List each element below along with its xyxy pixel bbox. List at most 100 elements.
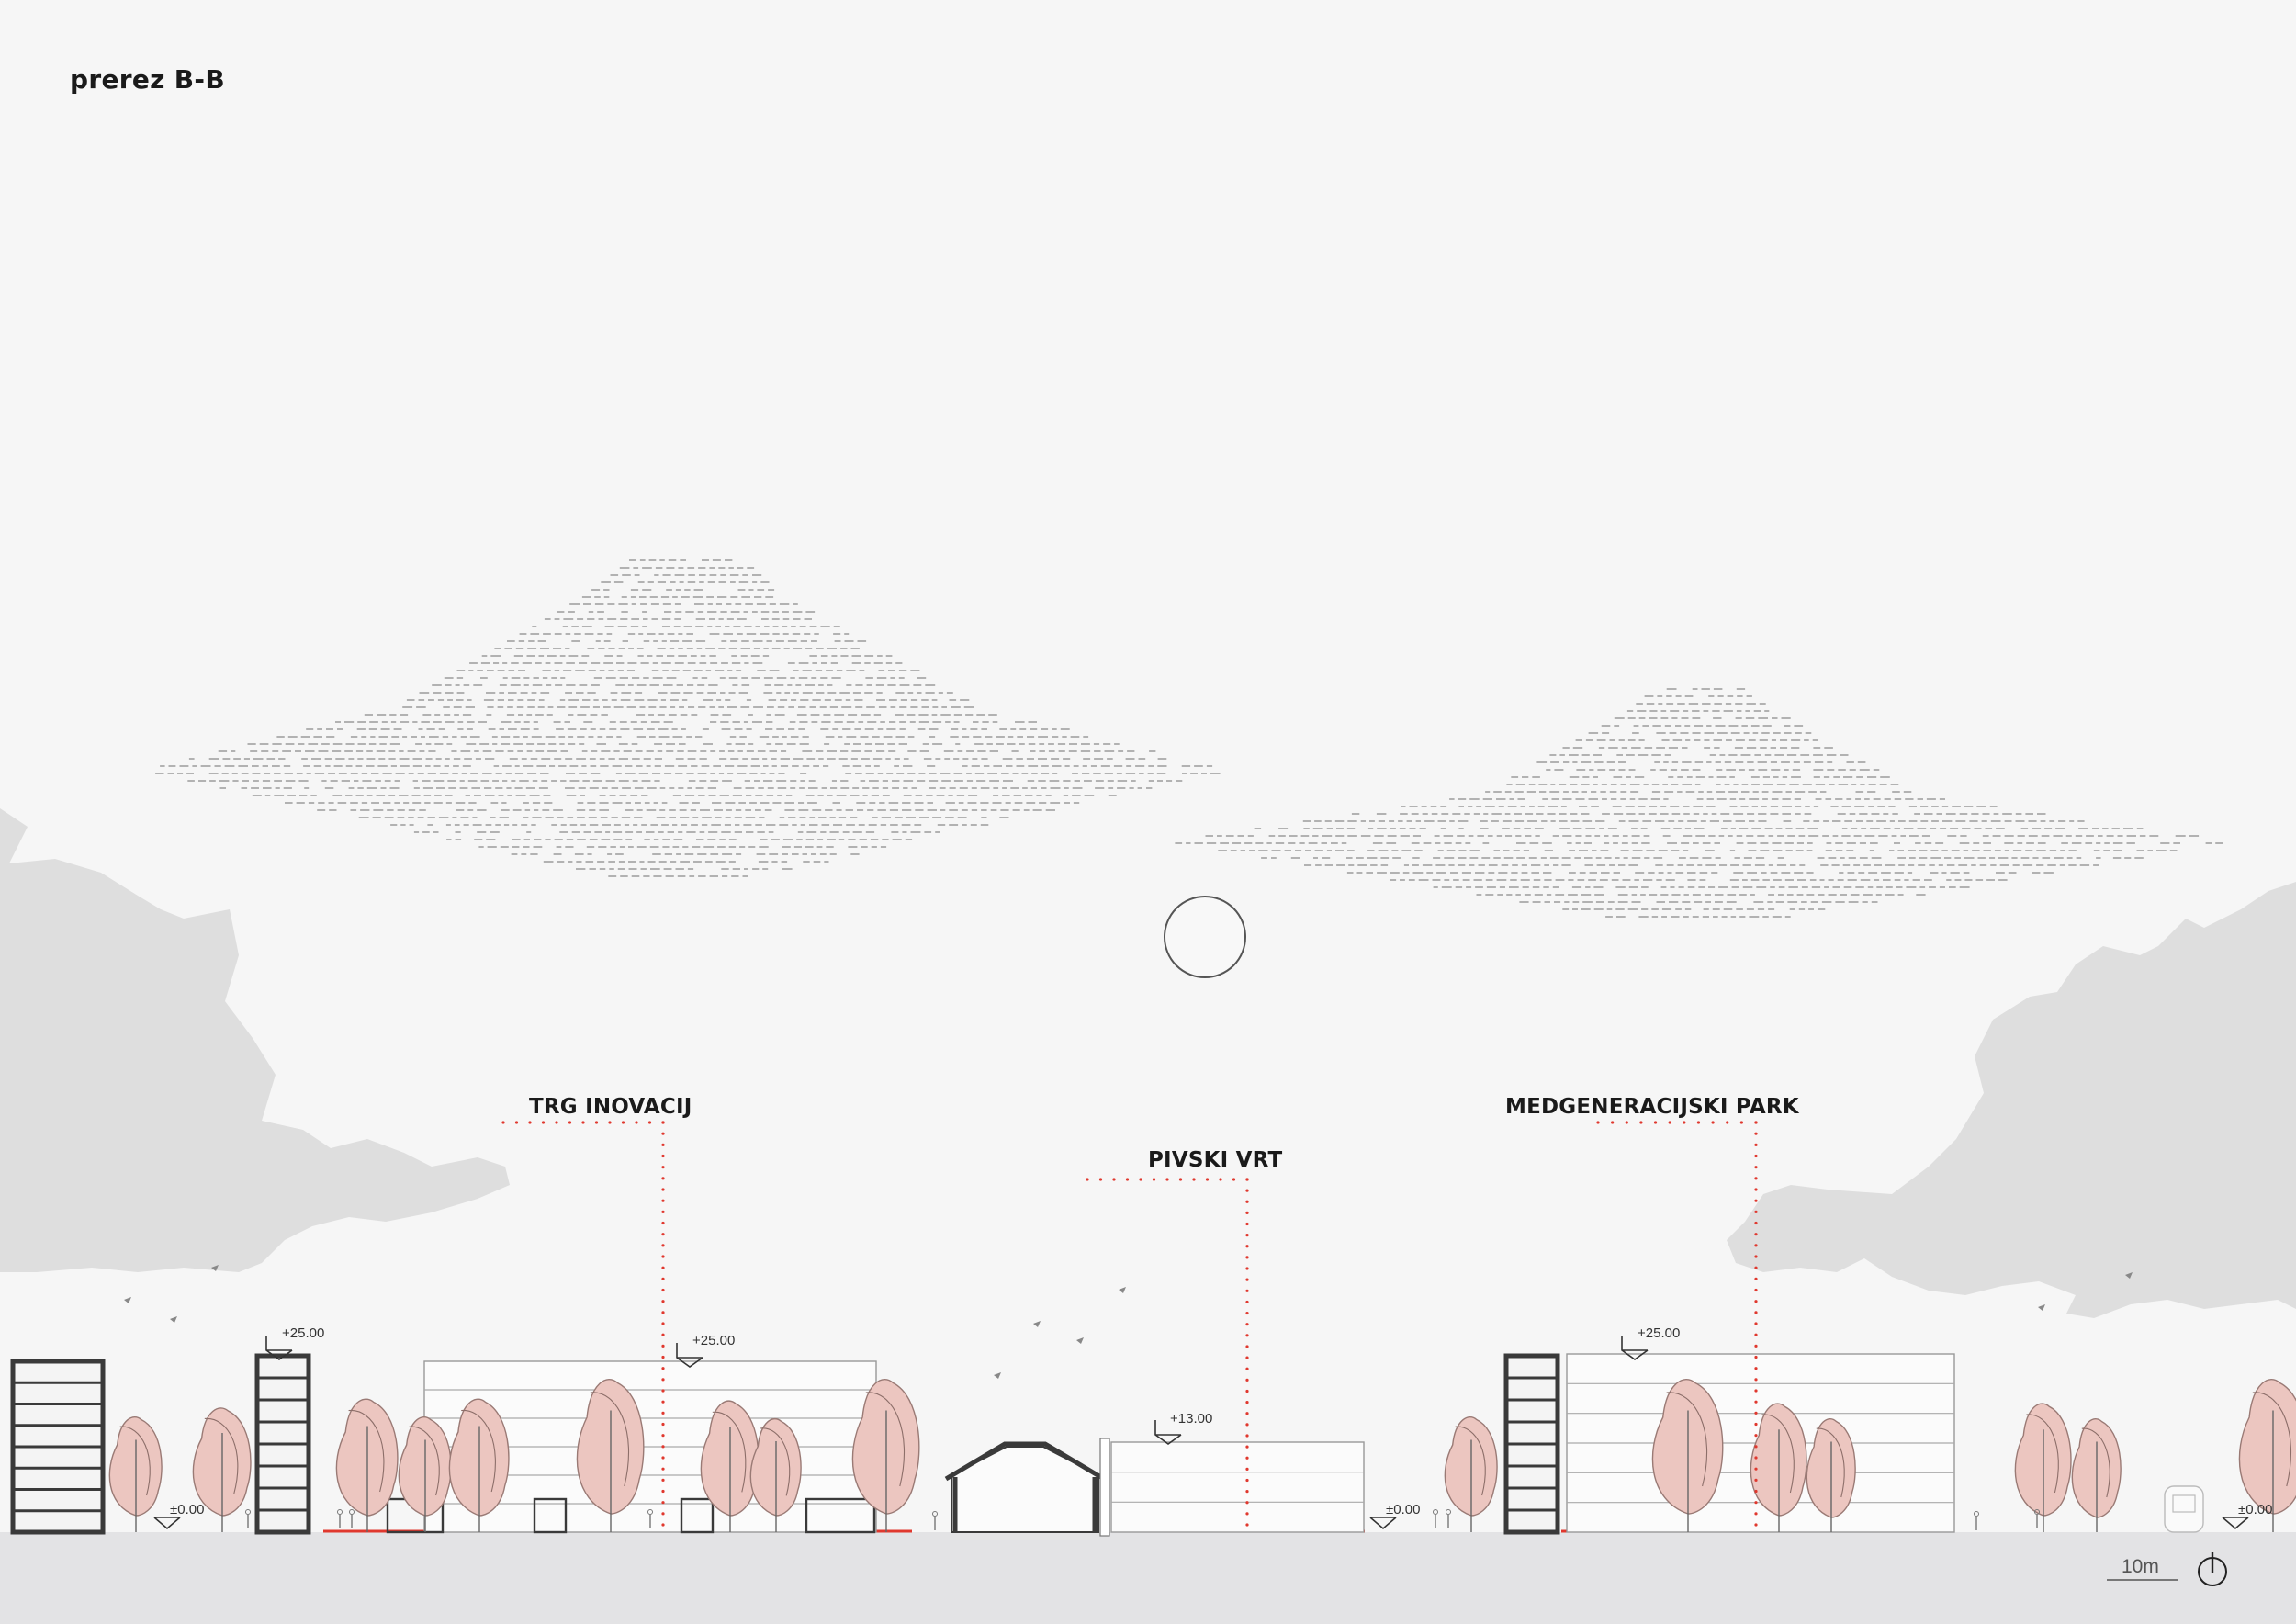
leader-dot: [1245, 1512, 1249, 1516]
leader-dot: [1192, 1178, 1196, 1181]
leader-dot: [568, 1121, 572, 1124]
leader-dot: [1245, 1323, 1249, 1326]
background-foliage: [0, 808, 2296, 1318]
leader-dot: [1245, 1200, 1249, 1203]
leader-dot: [1754, 1199, 1758, 1202]
person: [245, 1509, 251, 1528]
bird: [211, 1265, 219, 1271]
leader-dot: [661, 1400, 665, 1404]
bird: [994, 1372, 1001, 1379]
tree: [2238, 1378, 2296, 1532]
level-marker: +25.00: [1621, 1325, 1680, 1360]
leader-dot: [1245, 1434, 1249, 1438]
leader-dot: [661, 1478, 665, 1482]
leader-dot: [1754, 1255, 1758, 1258]
leader-dot: [1754, 1333, 1758, 1336]
foliage-mass: [1727, 882, 2296, 1318]
leader-dot: [1754, 1478, 1758, 1482]
leader-dot: [528, 1121, 532, 1124]
leader-dot: [661, 1300, 665, 1303]
leader-dot: [1754, 1512, 1758, 1516]
tree: [576, 1378, 645, 1532]
leader-dot: [1232, 1178, 1236, 1181]
leader-dot: [661, 1445, 665, 1449]
leader-dot: [1165, 1178, 1169, 1181]
leader-dot: [1696, 1121, 1701, 1124]
level-markers: +25.00 +25.00 +25.00 +13.00 ±0.00 ±0.00: [153, 1325, 2272, 1530]
leader-dot: [1245, 1234, 1249, 1237]
leader-dot: [1245, 1289, 1249, 1292]
leader-dot: [621, 1121, 625, 1124]
leader-dot: [1098, 1178, 1103, 1181]
bird: [170, 1316, 177, 1323]
leader-dot: [1245, 1267, 1249, 1270]
leader-dot: [661, 1456, 665, 1460]
leader-dot: [1245, 1490, 1249, 1494]
leader-dot: [1754, 1445, 1758, 1449]
level-marker: ±0.00: [153, 1502, 204, 1530]
leader-dot: [1754, 1367, 1758, 1370]
tree: [398, 1415, 452, 1532]
leader-dot: [581, 1121, 585, 1124]
level-marker: ±0.00: [2222, 1502, 2272, 1530]
leader-dot: [1639, 1121, 1643, 1124]
leader-dot: [1754, 1121, 1758, 1124]
leader-dot: [661, 1512, 665, 1516]
leader-dot: [1754, 1422, 1758, 1427]
leader-dot: [1245, 1389, 1249, 1393]
scale-label: 10m: [2122, 1556, 2159, 1577]
leader-dot: [1245, 1400, 1249, 1404]
entrance-frame: [533, 1497, 568, 1534]
person: [1446, 1509, 1451, 1528]
leader-dot: [1086, 1178, 1089, 1181]
tree: [448, 1398, 510, 1532]
leader-dot: [1245, 1189, 1249, 1192]
leader-dot: [1596, 1121, 1600, 1124]
leader-dot: [661, 1166, 665, 1169]
leader-dot: [555, 1121, 558, 1124]
leader-dot: [1754, 1188, 1758, 1191]
leader-dot: [1245, 1523, 1249, 1527]
leader-dot: [514, 1121, 519, 1124]
leader-dot: [541, 1121, 546, 1124]
leader-dot: [661, 1489, 665, 1494]
leader-dot: [1754, 1467, 1758, 1471]
person: [337, 1509, 343, 1528]
leader-dot: [1711, 1121, 1715, 1124]
leader-dot: [1245, 1356, 1249, 1359]
leader-dot: [1754, 1166, 1758, 1169]
leader-dot: [661, 1378, 665, 1382]
tree: [192, 1407, 252, 1532]
leader-dot: [1245, 1445, 1249, 1449]
leader-dot: [1754, 1434, 1758, 1438]
leader-dot: [1739, 1121, 1743, 1124]
tree: [851, 1378, 920, 1532]
leader-dot: [661, 1344, 665, 1348]
leader-dot: [661, 1467, 665, 1471]
leader-dot: [661, 1389, 665, 1393]
tree: [2014, 1403, 2072, 1532]
leader-dot: [1754, 1501, 1758, 1505]
leader-dot: [635, 1121, 638, 1124]
leader-dot: [1754, 1143, 1758, 1146]
leader-dot: [1754, 1266, 1758, 1269]
leader-dot: [1245, 1256, 1249, 1259]
person: [1974, 1511, 1979, 1530]
leader-dot: [661, 1199, 665, 1202]
leader-dot: [1178, 1178, 1183, 1181]
leader-dot: [1245, 1245, 1249, 1248]
leader-dot: [647, 1121, 652, 1124]
level-label: +25.00: [692, 1333, 735, 1348]
leader-dot: [1245, 1456, 1249, 1460]
tree: [1651, 1378, 1724, 1532]
person: [932, 1511, 938, 1530]
level-label: ±0.00: [170, 1502, 204, 1517]
leader-dot: [501, 1121, 505, 1124]
level-marker: +13.00: [1154, 1411, 1212, 1445]
tree: [335, 1398, 399, 1532]
leader-dot: [1668, 1121, 1671, 1124]
sun-icon: [1164, 896, 1246, 978]
leader-dot: [1754, 1389, 1758, 1393]
